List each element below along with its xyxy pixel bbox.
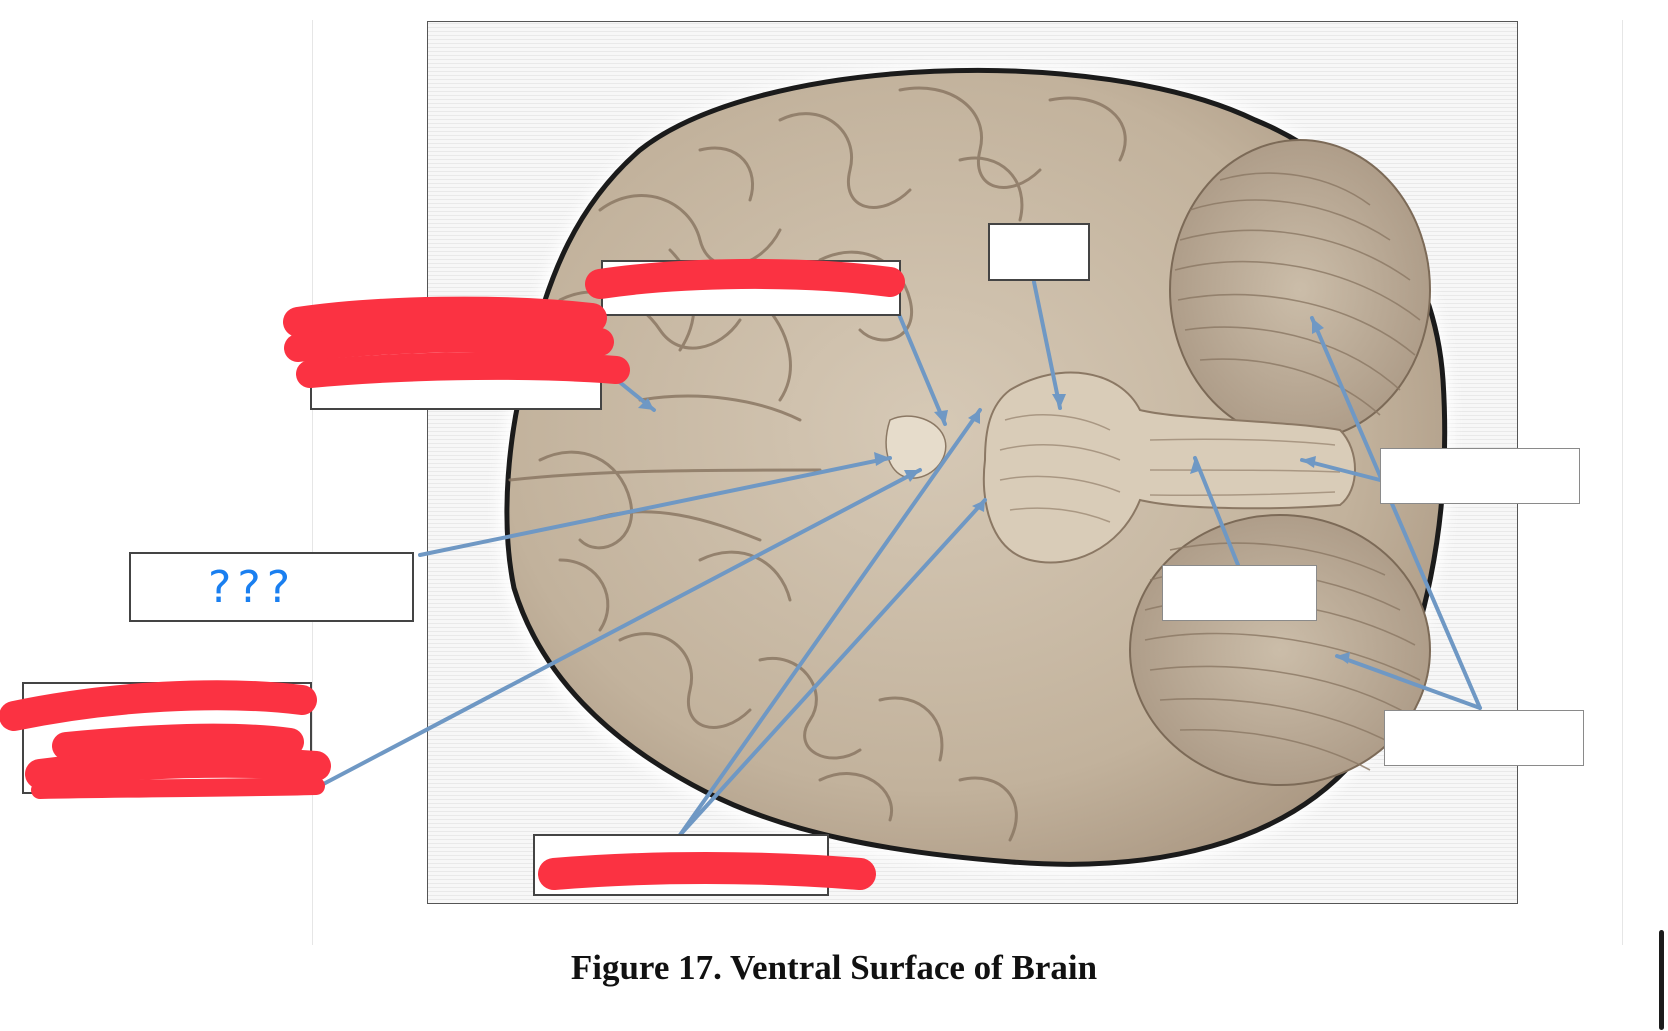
redaction-bottom-center [538, 852, 876, 890]
pons-striations [999, 414, 1341, 523]
redaction-scribbles [0, 258, 905, 890]
question-marks-annotation: ??? [208, 562, 297, 613]
redaction-lower-left-1 [0, 680, 317, 731]
redaction-lower-left-2 [52, 723, 304, 760]
label-box-top-right[interactable] [988, 223, 1090, 281]
label-box-right-upper[interactable] [1380, 448, 1580, 504]
figure-caption: Figure 17. Ventral Surface of Brain [570, 948, 1098, 987]
label-box-right-lower[interactable] [1384, 710, 1584, 766]
redaction-lower-left-4 [31, 777, 325, 799]
redaction-lower-left-3 [25, 747, 331, 789]
redaction-top-center [585, 258, 905, 299]
redaction-upper-left-1 [283, 296, 607, 337]
label-box-lower-right-center[interactable] [1162, 565, 1317, 621]
cerebellum-upper-folia [1174, 172, 1421, 416]
label-box-middle-left[interactable] [129, 552, 414, 622]
column-divider-left [312, 20, 313, 945]
scroll-indicator[interactable] [1659, 930, 1664, 1030]
redaction-upper-left-3 [296, 351, 630, 388]
pointer-lines [310, 280, 1482, 837]
redaction-upper-left-2 [284, 324, 614, 362]
pointer-arrowheads [638, 318, 1350, 664]
brainstem [982, 371, 1356, 564]
column-divider-right [1622, 20, 1623, 945]
cortex-folds [508, 86, 1127, 842]
